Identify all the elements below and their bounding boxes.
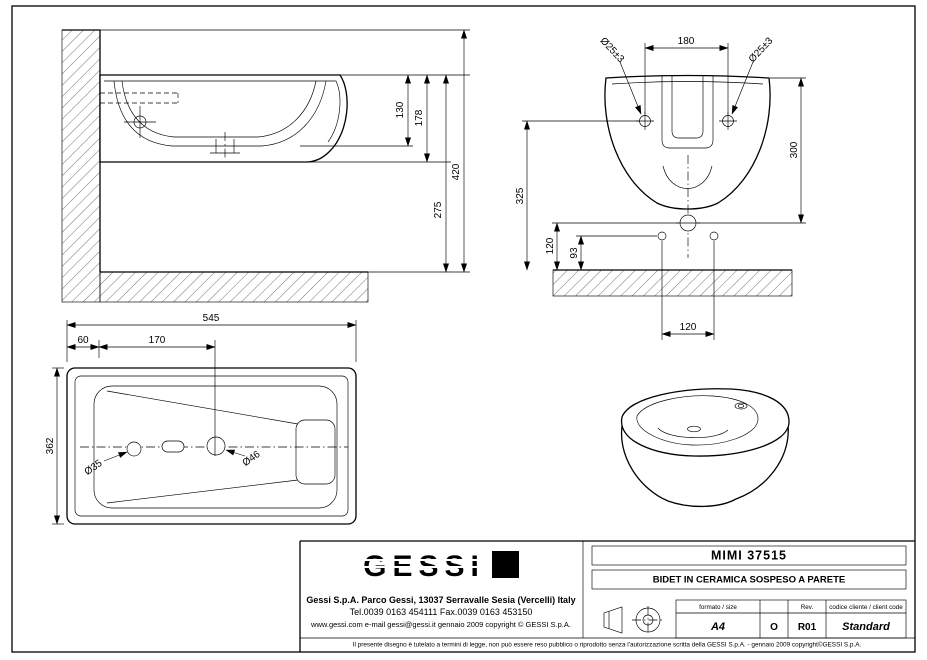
basin-section-line [113, 80, 327, 147]
dim-178-label: 178 [414, 109, 425, 126]
dim-170-label: 170 [149, 335, 166, 346]
company-phone: Tel.0039 0163 454111 Fax.0039 0163 45315… [350, 607, 533, 617]
client-code-label: codice cliente / client code [829, 604, 903, 611]
mounting-recess-outer [661, 76, 714, 149]
hidden-mounting-lines [100, 92, 179, 104]
dim-420-label: 420 [451, 163, 462, 180]
side-section-view: 130 178 275 420 [61, 29, 470, 303]
bidet-3d-basin [636, 395, 759, 446]
format-value: A4 [710, 621, 725, 633]
legal-disclaimer: Il presente disegno è tutelato a termini… [353, 641, 862, 649]
drain-hole-plan [206, 436, 226, 456]
drain-shadow-arc [662, 165, 713, 189]
title-block: GESSI Gessi S.p.A. Parco Gessi, 13037 Se… [299, 540, 915, 652]
dim-93-label: 93 [569, 247, 580, 259]
projection-symbol-icon [603, 606, 664, 634]
company-web-line: www.gessi.com e-mail gessi@gessi.it genn… [310, 620, 571, 629]
dim-325-label: 325 [515, 187, 526, 204]
dim-180-label: 180 [678, 36, 695, 47]
hole-right-dia-label: Ø25±3 [747, 35, 776, 65]
fixing-hole-right [709, 231, 719, 241]
faucet-hole-plan [126, 441, 142, 457]
bidet-3d-faucet-hole [734, 402, 748, 410]
basin-opening [93, 385, 338, 509]
front-view: 180 Ø25±3 Ø25±3 325 300 120 93 120 [515, 35, 806, 340]
dim-130-label: 130 [395, 101, 406, 118]
perspective-view [620, 388, 790, 508]
overflow-slot [161, 440, 185, 453]
fixing-hole-left [657, 231, 667, 241]
dim-545-label: 545 [203, 313, 220, 324]
product-description: BIDET IN CERAMICA SOSPESO A PARETE [653, 575, 845, 586]
rev-label: Rev. [801, 604, 814, 611]
wall-hatch [61, 29, 101, 303]
rev-value: R01 [798, 622, 817, 633]
scale-value: O [770, 622, 778, 633]
company-address: Gessi S.p.A. Parco Gessi, 13037 Serraval… [306, 595, 575, 605]
gessi-logo-square [492, 551, 519, 578]
floor-hatch-front [552, 269, 793, 297]
dim-275-label: 275 [433, 201, 444, 218]
bidet-3d-rim [620, 388, 790, 457]
dim-120-left-label: 120 [545, 237, 556, 254]
floor-hatch [99, 271, 369, 303]
model-code: MIMI 37515 [711, 549, 787, 563]
plan-view: 545 60 170 362 Ø35 Ø46 [45, 313, 357, 525]
client-code-value: Standard [842, 621, 890, 633]
bidet-front-outline [604, 74, 771, 210]
format-label: formato / size [699, 604, 737, 611]
dim-300-label: 300 [789, 141, 800, 158]
inlet-circle [133, 115, 147, 129]
bidet-3d-drain [687, 425, 701, 433]
dim-60-label: 60 [77, 335, 89, 346]
dim-362-label: 362 [45, 437, 56, 454]
page-border [11, 5, 916, 653]
bidet-side-profile [99, 74, 348, 163]
hole-left-dia-label: Ø25±3 [598, 36, 627, 66]
dim-120-bottom-label: 120 [680, 322, 697, 333]
mounting-recess-inner [671, 76, 704, 139]
basin-bottom [295, 419, 336, 485]
